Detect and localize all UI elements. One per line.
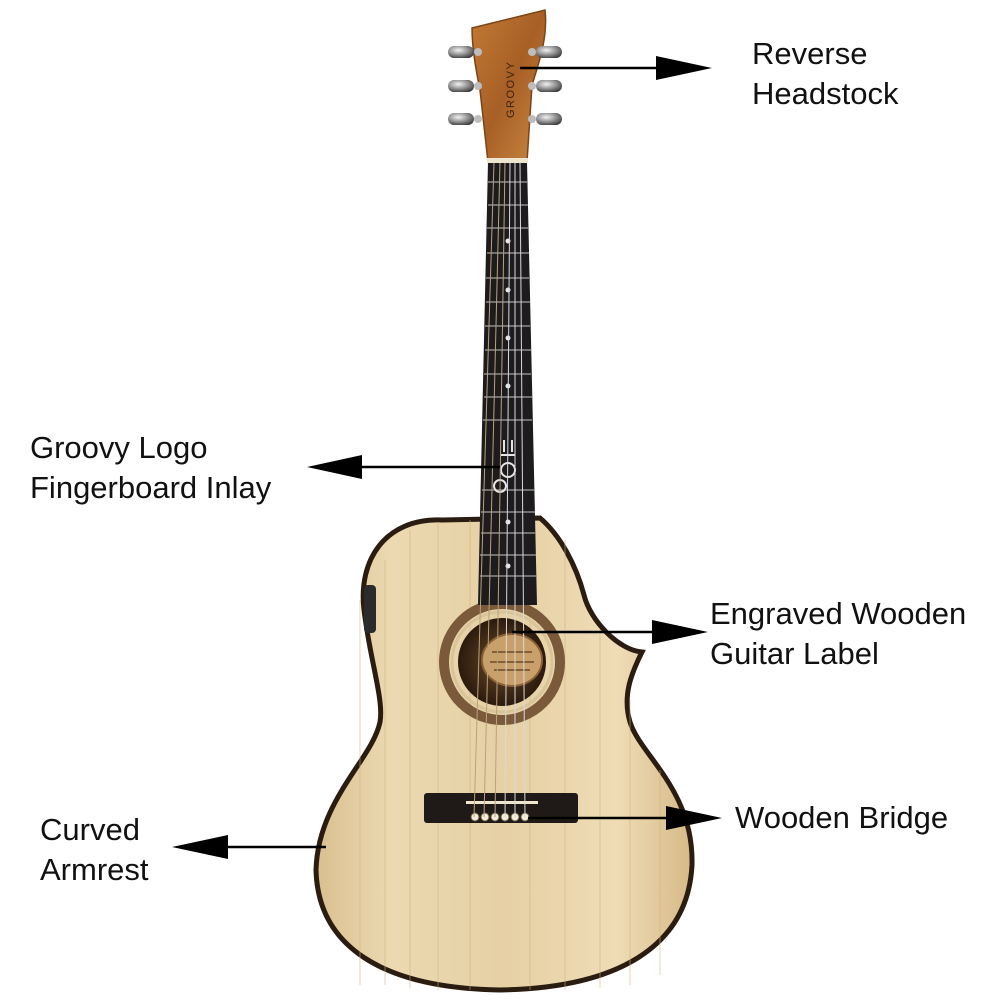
arrow-armrest [172,835,326,859]
soundhole-ring [450,610,554,714]
tuner-icon [448,46,482,58]
callout-line: Engraved Wooden [710,596,967,631]
tuner-icon [448,113,482,125]
callout-guitar-label: Engraved Wooden Guitar Label [710,594,966,674]
bridge [424,793,578,823]
neck [473,161,537,818]
callout-line: Groovy Logo [30,430,208,465]
arrow-bridge [528,806,722,830]
headstock-brand: GROOVY [505,61,517,118]
callout-line: Guitar Label [710,636,879,671]
callout-line: Curved [40,812,140,847]
tuning-pegs [448,46,562,125]
wooden-label [481,633,543,687]
callout-wooden-bridge: Wooden Bridge [735,798,948,838]
wood-grain [359,520,661,990]
callout-fingerboard-inlay: Groovy Logo Fingerboard Inlay [30,428,271,508]
callout-arrows [172,56,722,859]
arrow-headstock [520,56,712,80]
tuner-icon [448,80,482,92]
callout-curved-armrest: Curved Armrest [40,810,149,890]
headstock: GROOVY [448,9,562,163]
nut [487,158,528,163]
arrow-inlay [307,455,500,479]
callout-reverse-headstock: Reverse Headstock [752,34,898,114]
tuner-icon [528,80,562,92]
saddle [466,801,538,804]
strings [473,161,526,818]
callout-line: Reverse [752,36,868,71]
frets [480,181,536,577]
callout-line: Headstock [752,76,899,111]
pickup-preamp [364,585,376,633]
tuner-icon [528,113,562,125]
callout-line: Armrest [40,852,149,887]
arrow-label [512,620,708,644]
callout-line: Fingerboard Inlay [30,470,272,505]
callout-line: Wooden Bridge [735,800,949,835]
tuner-icon [528,46,562,58]
